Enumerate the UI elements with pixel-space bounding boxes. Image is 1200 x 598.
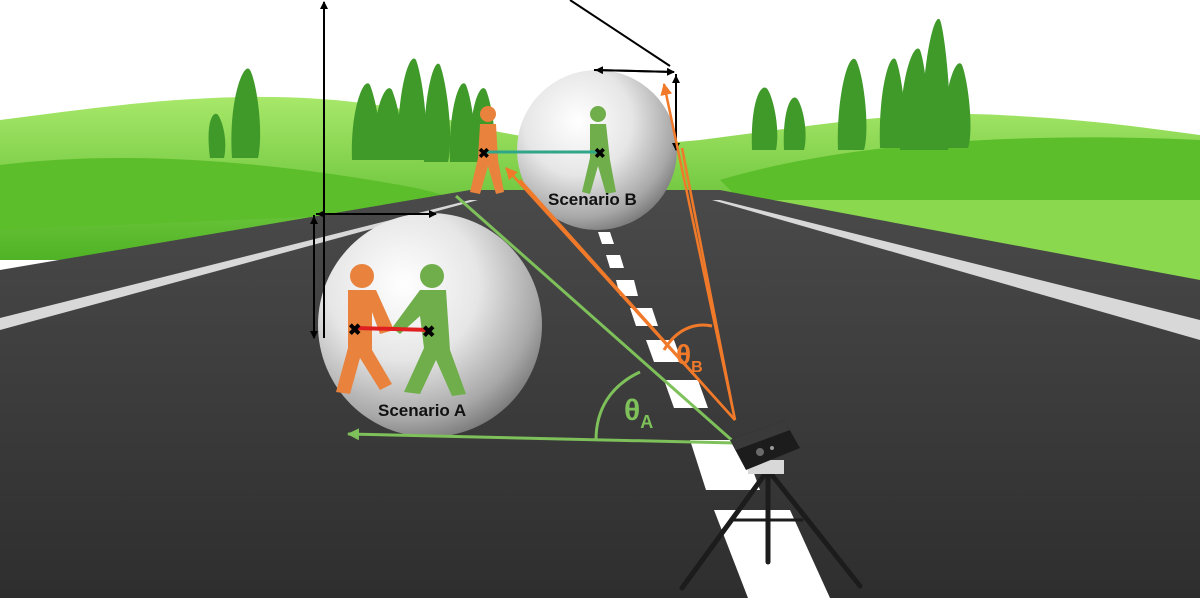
road-edge-line-left (0, 200, 478, 330)
scenario-b-group: ✖ ✖ Scenario B (470, 70, 677, 230)
cross-mark-b-right: ✖ (594, 145, 606, 161)
cross-mark-a-left: ✖ (348, 322, 361, 339)
cross-mark-a-right: ✖ (422, 324, 435, 341)
road-surface (0, 190, 1200, 598)
ray-orange-far-2 (680, 147, 737, 421)
angle-label-b: θB (676, 339, 703, 376)
person-orange-a (336, 264, 394, 394)
ray-green-horizontal (347, 428, 736, 445)
radar-sensor-body (730, 420, 800, 470)
tree-line (208, 18, 971, 162)
dimension-arrows (310, 0, 680, 339)
person-green-a (392, 264, 466, 396)
cross-mark-b-left: ✖ (478, 145, 490, 161)
ray-green-diagonal (455, 194, 736, 445)
road (0, 190, 1200, 598)
distance-line-a (355, 326, 431, 332)
road-edge-line-right (712, 200, 1200, 340)
tripod (679, 467, 863, 591)
person-orange-b (470, 106, 504, 194)
ray-orange-near-2 (519, 179, 736, 421)
angle-arc-a (594, 370, 641, 441)
scenario-a-label: Scenario A (378, 401, 466, 420)
scenario-a-group: ✖ ✖ Scenario A (318, 213, 542, 437)
angle-label-a: θA (624, 394, 653, 432)
angle-arc-b (662, 323, 713, 351)
sensor-device (679, 420, 863, 591)
sensor-rays (347, 83, 737, 445)
person-green-b (582, 106, 616, 194)
scenario-b-label: Scenario B (548, 190, 637, 209)
